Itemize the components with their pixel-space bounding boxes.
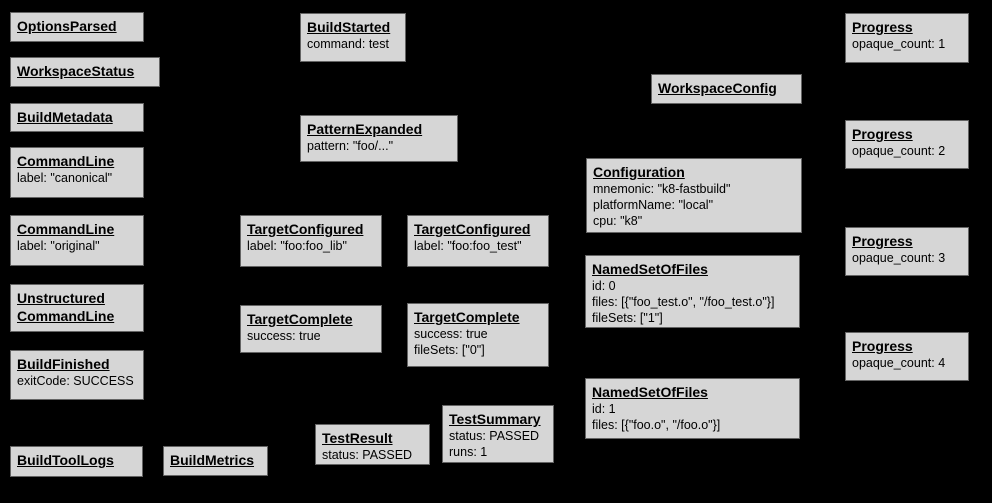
node-title: Progress bbox=[852, 126, 913, 142]
node-field: label: "foo:foo_test" bbox=[414, 239, 522, 253]
node-field: command: test bbox=[307, 37, 389, 51]
event-node-testresult: TestResult status: PASSED bbox=[315, 424, 430, 465]
node-title: PatternExpanded bbox=[307, 121, 423, 137]
node-title: TargetComplete bbox=[247, 311, 353, 327]
node-title: TargetComplete bbox=[414, 309, 520, 325]
node-field: success: true bbox=[247, 329, 321, 343]
event-node-testsummary: TestSummary status: PASSED runs: 1 bbox=[442, 405, 554, 463]
node-title: BuildStarted bbox=[307, 19, 391, 35]
node-title: CommandLine bbox=[17, 153, 115, 169]
node-field: success: true bbox=[414, 327, 488, 341]
node-field: status: PASSED bbox=[322, 448, 413, 462]
node-field: status: PASSED bbox=[449, 429, 540, 443]
node-field: platformName: "local" bbox=[593, 198, 714, 212]
node-title: BuildToolLogs bbox=[17, 452, 114, 468]
node-field: opaque_count: 3 bbox=[852, 251, 946, 265]
event-node-buildstarted: BuildStarted command: test bbox=[300, 13, 406, 62]
event-node-buildtoollogs: BuildToolLogs bbox=[10, 446, 143, 477]
event-node-targetcomplete: TargetComplete success: true bbox=[240, 305, 382, 353]
event-node-workspacestatus: WorkspaceStatus bbox=[10, 57, 160, 87]
event-node-buildmetadata: BuildMetadata bbox=[10, 103, 144, 132]
node-title: Progress bbox=[852, 19, 913, 35]
event-node-workspaceconfig: WorkspaceConfig bbox=[651, 74, 802, 104]
event-node-progress: Progress opaque_count: 1 bbox=[845, 13, 969, 63]
node-field: opaque_count: 4 bbox=[852, 356, 946, 370]
node-title: NamedSetOfFiles bbox=[592, 261, 708, 277]
node-title: TargetConfigured bbox=[414, 221, 531, 237]
node-title: Unstructured bbox=[17, 290, 105, 306]
node-title: BuildFinished bbox=[17, 356, 110, 372]
node-field: runs: 1 bbox=[449, 445, 488, 459]
event-node-commandline: CommandLine label: "original" bbox=[10, 215, 144, 266]
node-title: Progress bbox=[852, 338, 913, 354]
node-field: opaque_count: 2 bbox=[852, 144, 946, 158]
event-node-progress: Progress opaque_count: 4 bbox=[845, 332, 969, 381]
event-node-namedsetoffiles: NamedSetOfFiles id: 0 files: [{"foo_test.o… bbox=[585, 255, 800, 328]
node-field: id: 1 bbox=[592, 402, 616, 416]
node-field: files: [{"foo.o", "/foo.o"}] bbox=[592, 418, 721, 432]
node-title: BuildMetadata bbox=[17, 109, 113, 125]
node-field: fileSets: ["1"] bbox=[592, 311, 663, 325]
event-node-patternexpanded: PatternExpanded pattern: "foo/..." bbox=[300, 115, 458, 162]
event-node-configuration: Configuration mnemonic: "k8-fastbuild" pla… bbox=[586, 158, 802, 233]
node-title: NamedSetOfFiles bbox=[592, 384, 708, 400]
node-title: TargetConfigured bbox=[247, 221, 364, 237]
node-title: TestResult bbox=[322, 430, 393, 446]
event-node-namedsetoffiles: NamedSetOfFiles id: 1 files: [{"foo.o", "/… bbox=[585, 378, 800, 439]
event-node-buildfinished: BuildFinished exitCode: SUCCESS bbox=[10, 350, 144, 400]
event-node-progress: Progress opaque_count: 3 bbox=[845, 227, 969, 276]
node-field: files: [{"foo_test.o", "/foo_test.o"}] bbox=[592, 295, 775, 309]
node-title: CommandLine bbox=[17, 221, 115, 237]
node-field: pattern: "foo/..." bbox=[307, 139, 394, 153]
event-node-progress: Progress opaque_count: 2 bbox=[845, 120, 969, 169]
node-field: label: "canonical" bbox=[17, 171, 113, 185]
event-node-commandline: CommandLine label: "canonical" bbox=[10, 147, 144, 198]
node-field: label: "foo:foo_lib" bbox=[247, 239, 347, 253]
node-title: TestSummary bbox=[449, 411, 541, 427]
node-field: exitCode: SUCCESS bbox=[17, 374, 134, 388]
node-title: WorkspaceConfig bbox=[658, 80, 777, 96]
event-node-buildmetrics: BuildMetrics bbox=[163, 446, 268, 476]
node-field: mnemonic: "k8-fastbuild" bbox=[593, 182, 731, 196]
node-title: CommandLine bbox=[17, 308, 115, 324]
event-node-optionsparsed: OptionsParsed bbox=[10, 12, 144, 42]
node-title: BuildMetrics bbox=[170, 452, 255, 468]
event-node-targetconfigured: TargetConfigured label: "foo:foo_lib" bbox=[240, 215, 382, 267]
node-title: Progress bbox=[852, 233, 913, 249]
node-field: label: "original" bbox=[17, 239, 100, 253]
node-title: WorkspaceStatus bbox=[17, 63, 135, 79]
event-node-targetconfigured: TargetConfigured label: "foo:foo_test" bbox=[407, 215, 549, 267]
node-field: id: 0 bbox=[592, 279, 616, 293]
node-field: opaque_count: 1 bbox=[852, 37, 946, 51]
event-node-targetcomplete: TargetComplete success: true fileSets: ["0… bbox=[407, 303, 549, 367]
node-title: Configuration bbox=[593, 164, 685, 180]
node-field: fileSets: ["0"] bbox=[414, 343, 485, 357]
node-title: OptionsParsed bbox=[17, 18, 117, 34]
node-field: cpu: "k8" bbox=[593, 214, 643, 228]
